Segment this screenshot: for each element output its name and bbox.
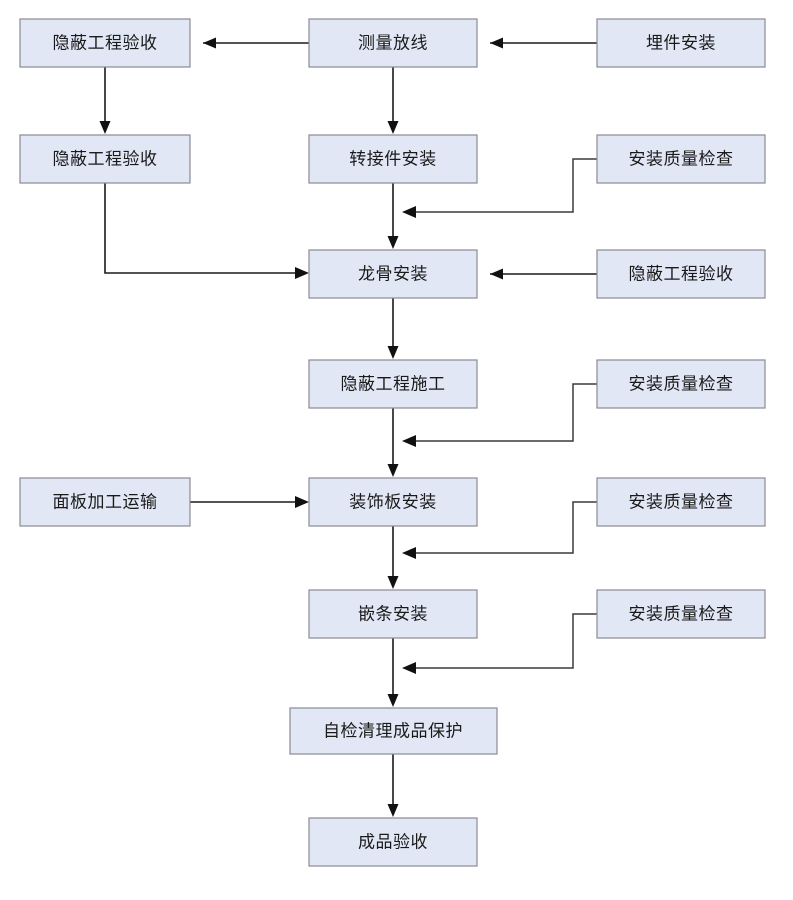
node-label: 自检清理成品保护 xyxy=(323,721,463,740)
edge-maijian-to-celiang xyxy=(490,37,597,49)
node-anzhuang-zhiliang-jiancha-3[interactable]: 安装质量检查 xyxy=(596,477,766,527)
node-label: 安装质量检查 xyxy=(629,374,734,393)
edge-celiang-to-zhuanjiejian xyxy=(387,67,399,134)
node-qiantiao-anzhuang[interactable]: 嵌条安装 xyxy=(308,589,478,639)
node-zijian-qingli-chengpin-baohu[interactable]: 自检清理成品保护 xyxy=(289,707,498,755)
node-label: 成品验收 xyxy=(358,832,428,851)
node-yinbi-gongcheng-yanshou-1[interactable]: 隐蔽工程验收 xyxy=(19,18,191,68)
node-label: 埋件安装 xyxy=(646,33,716,52)
node-mianban-jiagong-yunshu[interactable]: 面板加工运输 xyxy=(19,477,191,527)
node-layer: 隐蔽工程验收 测量放线 埋件安装 隐蔽工程验收 转接件安装 安装质量检查 龙骨安… xyxy=(19,18,766,867)
node-yinbi-gongcheng-yanshou-2[interactable]: 隐蔽工程验收 xyxy=(19,134,191,184)
edge-zhuanjiejian-to-longgu xyxy=(387,183,399,249)
node-zhuangshiban-anzhuang[interactable]: 装饰板安装 xyxy=(308,477,478,527)
edge-yinbishigong-to-zhuangshiban xyxy=(387,408,399,477)
node-label: 隐蔽工程验收 xyxy=(53,149,158,168)
edge-zhiliang4-to-mainline xyxy=(402,613,597,674)
node-label: 面板加工运输 xyxy=(53,492,158,511)
node-label: 转接件安装 xyxy=(349,149,437,168)
node-yinbi-gongcheng-shigong[interactable]: 隐蔽工程施工 xyxy=(308,359,478,409)
node-label: 隐蔽工程验收 xyxy=(629,264,734,283)
edge-zhiliang1-to-mainline xyxy=(402,158,597,218)
node-chengpin-yanshou[interactable]: 成品验收 xyxy=(308,817,478,867)
node-yinbi-gongcheng-yanshou-3[interactable]: 隐蔽工程验收 xyxy=(596,249,766,299)
node-anzhuang-zhiliang-jiancha-1[interactable]: 安装质量检查 xyxy=(596,134,766,184)
node-label: 装饰板安装 xyxy=(349,492,437,511)
edge-zhuangshiban-to-qiantiao xyxy=(387,526,399,589)
node-label: 龙骨安装 xyxy=(358,264,428,283)
node-label: 安装质量检查 xyxy=(629,149,734,168)
node-maijian-anzhuang[interactable]: 埋件安装 xyxy=(596,18,766,68)
node-label: 隐蔽工程验收 xyxy=(53,33,158,52)
node-zhuanjiejian-anzhuang[interactable]: 转接件安装 xyxy=(308,134,478,184)
edge-longgu-to-yinbishigong xyxy=(387,298,399,359)
node-label: 嵌条安装 xyxy=(358,604,428,623)
node-anzhuang-zhiliang-jiancha-4[interactable]: 安装质量检查 xyxy=(596,589,766,639)
edge-qiantiao-to-zijian xyxy=(387,638,399,707)
edge-layer xyxy=(99,37,597,817)
node-label: 安装质量检查 xyxy=(629,604,734,623)
edge-zijian-to-chengpin xyxy=(387,754,399,817)
edge-yinbi3-to-longgu xyxy=(490,268,597,280)
edge-zhiliang2-to-mainline xyxy=(402,383,597,447)
node-label: 隐蔽工程施工 xyxy=(341,374,446,393)
edge-celiang-to-yinbi1 xyxy=(203,37,309,49)
edge-yinbi1-to-yinbi2 xyxy=(99,67,111,134)
edge-zhiliang3-to-mainline xyxy=(402,501,597,559)
node-anzhuang-zhiliang-jiancha-2[interactable]: 安装质量检查 xyxy=(596,359,766,409)
node-longgu-anzhuang[interactable]: 龙骨安装 xyxy=(308,249,478,299)
edge-yinbi2-to-longgu xyxy=(104,183,309,279)
edge-mianban-to-zhuangshiban xyxy=(190,496,309,508)
node-label: 安装质量检查 xyxy=(629,492,734,511)
node-label: 测量放线 xyxy=(358,33,428,52)
node-celiang-fangxian[interactable]: 测量放线 xyxy=(308,18,478,68)
